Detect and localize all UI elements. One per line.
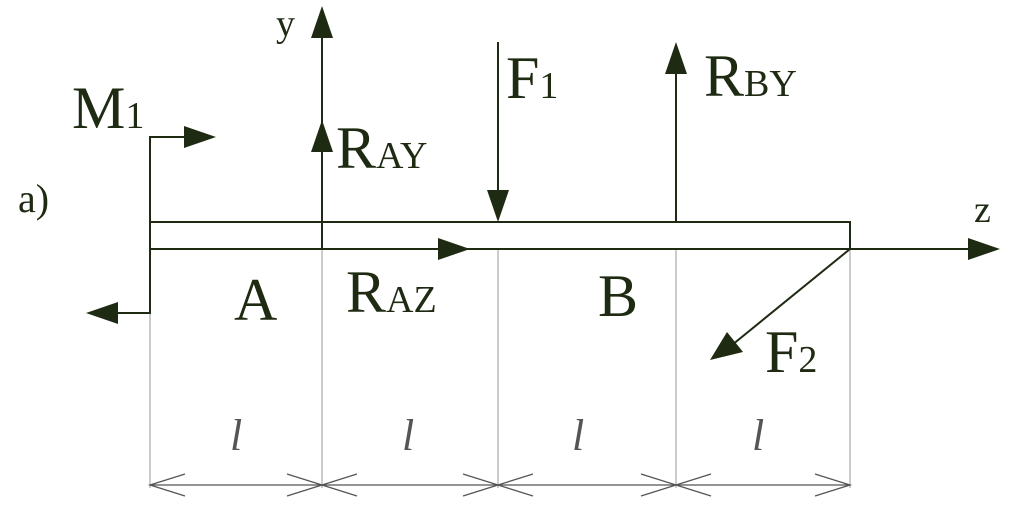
- ray-label: RAY: [336, 115, 427, 181]
- z-axis-label: z: [974, 189, 991, 231]
- part-label: a): [18, 176, 49, 221]
- rby-arrow: [665, 42, 687, 222]
- f2-label: F2: [765, 319, 817, 385]
- rby-label: RBY: [704, 43, 797, 109]
- m1-moment: [86, 126, 216, 324]
- segment-label-4: l: [752, 411, 764, 460]
- f1-label: F1: [506, 45, 558, 111]
- beam: [149, 221, 851, 250]
- segment-label-1: l: [230, 411, 242, 460]
- f2-arrow: [710, 248, 851, 360]
- support-a-label: A: [234, 267, 277, 333]
- raz-arrow: [322, 238, 470, 260]
- raz-label: RAZ: [346, 259, 437, 325]
- segment-label-2: l: [402, 411, 414, 460]
- y-axis: [311, 6, 333, 249]
- segment-label-3: l: [572, 411, 584, 460]
- m1-label: M1: [72, 75, 144, 141]
- support-b-label: B: [598, 263, 638, 329]
- z-axis: [850, 238, 1000, 260]
- y-axis-label: y: [276, 3, 295, 45]
- f1-arrow: [487, 42, 509, 222]
- dimension-line: [147, 473, 853, 497]
- extension-lines: [149, 248, 851, 488]
